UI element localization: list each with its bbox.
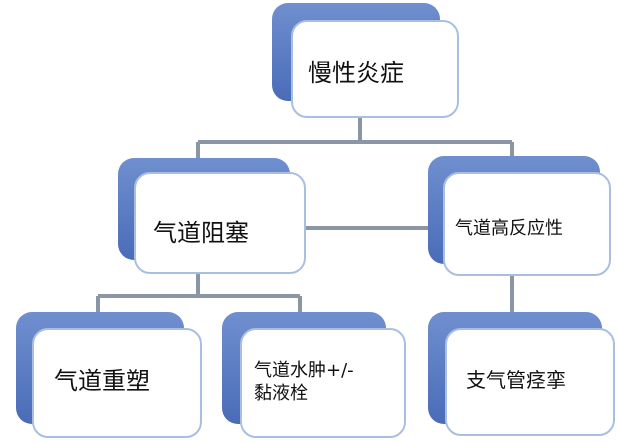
connector-obstruction-to-children [96, 270, 302, 316]
node-label: 气道水肿+/- 黏液栓 [250, 358, 358, 407]
node-label: 慢性炎症 [300, 56, 412, 90]
node-label: 气道阻塞 [149, 216, 253, 250]
node-label: 气道重塑 [46, 364, 158, 398]
node-label: 支气管痉挛 [460, 366, 572, 395]
node-label-line-1: 气道水肿+/- [254, 360, 354, 381]
node-label: 气道高反应性 [452, 216, 566, 243]
connector-root-to-level2 [196, 110, 514, 162]
node-label-line-2: 黏液栓 [254, 382, 308, 404]
